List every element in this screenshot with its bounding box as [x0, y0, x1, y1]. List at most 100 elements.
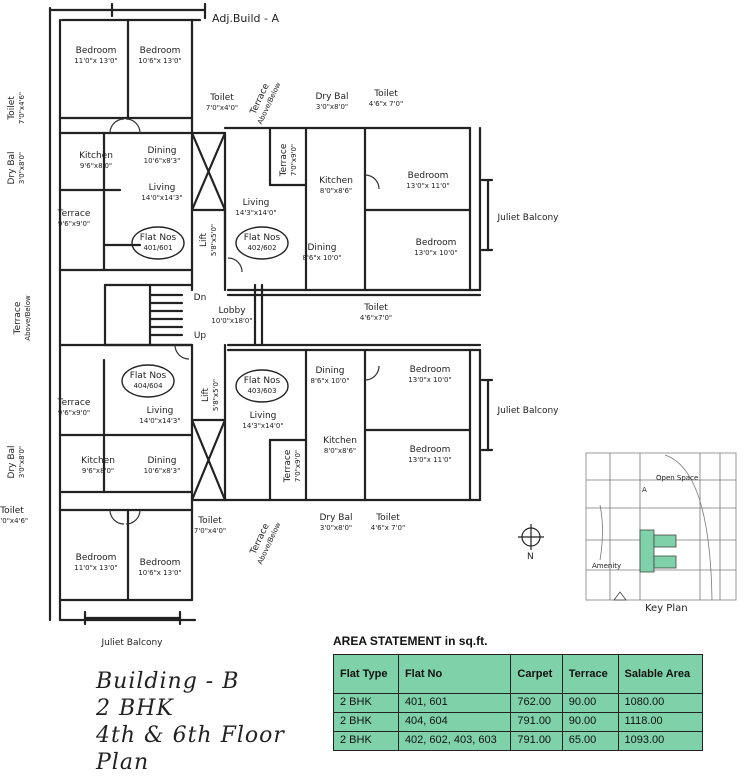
col-flat-no: Flat No	[397, 654, 512, 694]
table-row: 2 BHK 404, 604 791.00 90.00 1118.00	[333, 712, 704, 732]
room-dimension: 11'0"x 13'0"	[74, 564, 117, 572]
room-dimension: 7'0"x4'0"	[194, 527, 226, 535]
room-dimension: 7'0"x9'0"	[290, 144, 298, 176]
room-name: Terrace	[283, 449, 293, 483]
room-name: Dry Bal	[315, 92, 348, 102]
cell-carpet: 791.00	[510, 731, 563, 751]
plan-title-block: Building - B 2 BHK 4th & 6th Floor Plan	[96, 668, 336, 776]
room-dimension: 404/604	[133, 382, 163, 390]
room-dimension: Above/Below	[24, 295, 32, 341]
room-label-dn: Dn	[194, 293, 207, 303]
key-building-a-label: A	[642, 486, 647, 494]
cell-flat-no: 401, 601	[397, 693, 512, 713]
room-name: Bedroom	[140, 46, 181, 56]
room-name: Lift	[199, 233, 209, 248]
table-row: 2 BHK 402, 602, 403, 603 791.00 65.00 10…	[333, 731, 704, 751]
area-statement-table: Flat Type Flat No Carpet Terrace Salable…	[333, 654, 704, 751]
room-name: Dining	[307, 243, 336, 253]
north-label: N	[527, 552, 534, 562]
room-dimension: 4'6"x 7'0"	[371, 524, 405, 532]
room-label-terrace-tr: Terrace7'0"x9'0"	[279, 143, 298, 177]
room-name: Toilet	[375, 513, 400, 523]
cell-carpet: 762.00	[510, 693, 563, 713]
room-dimension: 401/601	[143, 244, 172, 252]
room-dimension: 14'3"x14'0"	[235, 209, 276, 217]
room-dimension: 3'0"x8'0"	[316, 103, 348, 111]
room-dimension: 14'0"x14'3"	[141, 194, 182, 202]
room-name: Terrace	[57, 209, 91, 219]
room-dimension: 13'0"x 11'0"	[406, 182, 449, 190]
room-dimension: 10'6"x8'3"	[144, 467, 181, 475]
room-label-lift-bot: Lift5'8"x5'0"	[201, 379, 220, 411]
room-name: Flat Nos	[244, 233, 281, 243]
room-name: Toilet	[0, 506, 24, 516]
key-amenity-label: Amenity	[592, 562, 621, 570]
room-dimension: 14'3"x14'0"	[242, 422, 283, 430]
room-name: Toilet	[373, 89, 398, 99]
room-name: Kitchen	[319, 176, 353, 186]
room-label-terrace-bot-mid: TerraceAbove/Below	[246, 516, 283, 565]
room-name: Bedroom	[408, 171, 449, 181]
room-name: Dining	[315, 366, 344, 376]
room-name: Lobby	[218, 306, 246, 316]
room-name: Bedroom	[76, 553, 117, 563]
room-dimension: 14'0"x14'3"	[139, 417, 180, 425]
room-label-juliet-br: Juliet Balcony	[497, 406, 560, 416]
room-dimension: 13'0"x 10'0"	[414, 249, 457, 257]
room-dimension: 10'6"x 13'0"	[138, 57, 181, 65]
room-name: Bedroom	[410, 365, 451, 375]
room-dimension: 9'6"x9'0"	[58, 220, 90, 228]
room-dimension: 9'6"x8'0"	[82, 467, 114, 475]
room-dimension: 13'0"x 11'0"	[408, 456, 451, 464]
room-name: Dry Bal	[319, 513, 352, 523]
room-name: Kitchen	[323, 436, 357, 446]
area-statement-heading: AREA STATEMENT in sq.ft.	[333, 634, 488, 648]
room-dimension: 3'0"x8'0"	[18, 446, 26, 478]
adj-build-label: Adj.Build - A	[212, 12, 279, 25]
plan-title-building: Building - B	[96, 669, 240, 694]
room-dimension: 402/602	[247, 244, 276, 252]
plan-walls	[48, 2, 494, 626]
room-dimension: 10'0"x18'0"	[211, 317, 252, 325]
cell-carpet: 791.00	[510, 712, 563, 732]
cell-terrace: 65.00	[561, 731, 619, 751]
room-name: Bedroom	[76, 46, 117, 56]
room-dimension: 7'0"x4'0"	[206, 104, 238, 112]
cell-flat-type: 2 BHK	[333, 712, 399, 732]
room-name: Terrace	[13, 301, 23, 335]
room-label-terrace-top-mid: TerraceAbove/Below	[246, 76, 283, 125]
table-row: 2 BHK 401, 601 762.00 90.00 1080.00	[333, 693, 704, 713]
room-dimension: 10'6"x8'3"	[144, 157, 181, 165]
cell-salable-area: 1080.00	[617, 693, 704, 713]
room-dimension: 3'0"x8'0"	[18, 152, 26, 184]
room-label-toilet-tl: Toilet7'0"x4'6"	[7, 92, 26, 124]
room-dimension: 8'0"x8'6"	[324, 447, 356, 455]
col-salable-area: Salable Area	[617, 654, 704, 694]
room-name: Dn	[194, 293, 207, 303]
col-terrace: Terrace	[561, 654, 619, 694]
room-dimension: 11'0"x 13'0"	[74, 57, 117, 65]
key-plan-map	[585, 452, 737, 601]
room-name: Terrace	[279, 143, 289, 177]
cell-flat-type: 2 BHK	[333, 693, 399, 713]
room-dimension: 10'6"x 13'0"	[138, 569, 181, 577]
room-name: Dining	[147, 456, 176, 466]
room-label-toilet-bl: Toilet7'0"x4'6"	[0, 506, 28, 525]
room-dimension: 7'0"x9'0"	[294, 450, 302, 482]
